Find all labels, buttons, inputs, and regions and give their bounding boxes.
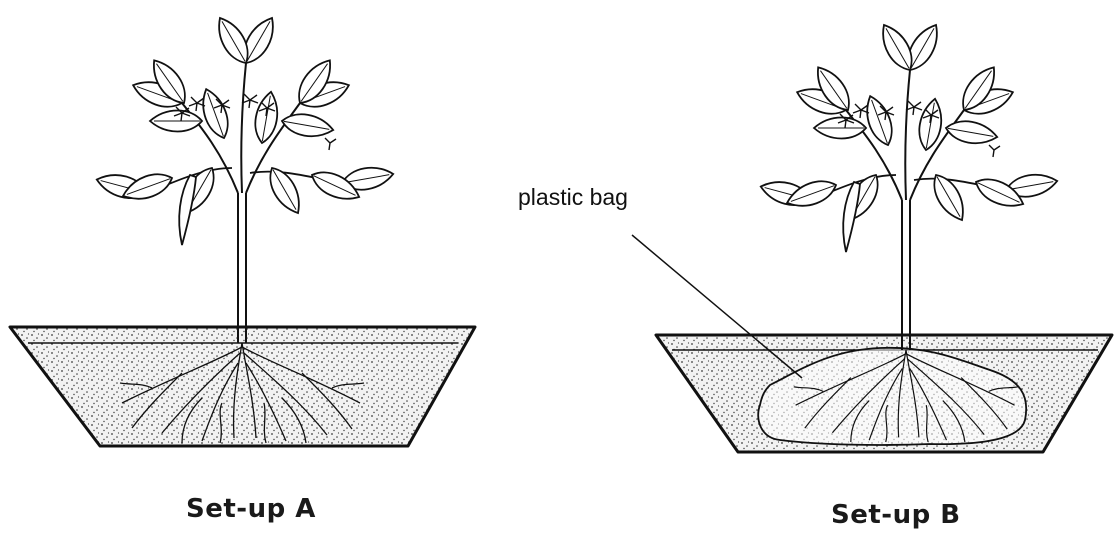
plant-a xyxy=(94,13,395,343)
setup-b xyxy=(632,20,1112,452)
plant-b xyxy=(758,20,1059,350)
plastic-bag-label: plastic bag xyxy=(518,184,628,211)
setup-b-caption: Set-up B xyxy=(831,500,961,530)
setup-a-caption: Set-up A xyxy=(186,494,316,524)
setup-a xyxy=(10,13,475,446)
